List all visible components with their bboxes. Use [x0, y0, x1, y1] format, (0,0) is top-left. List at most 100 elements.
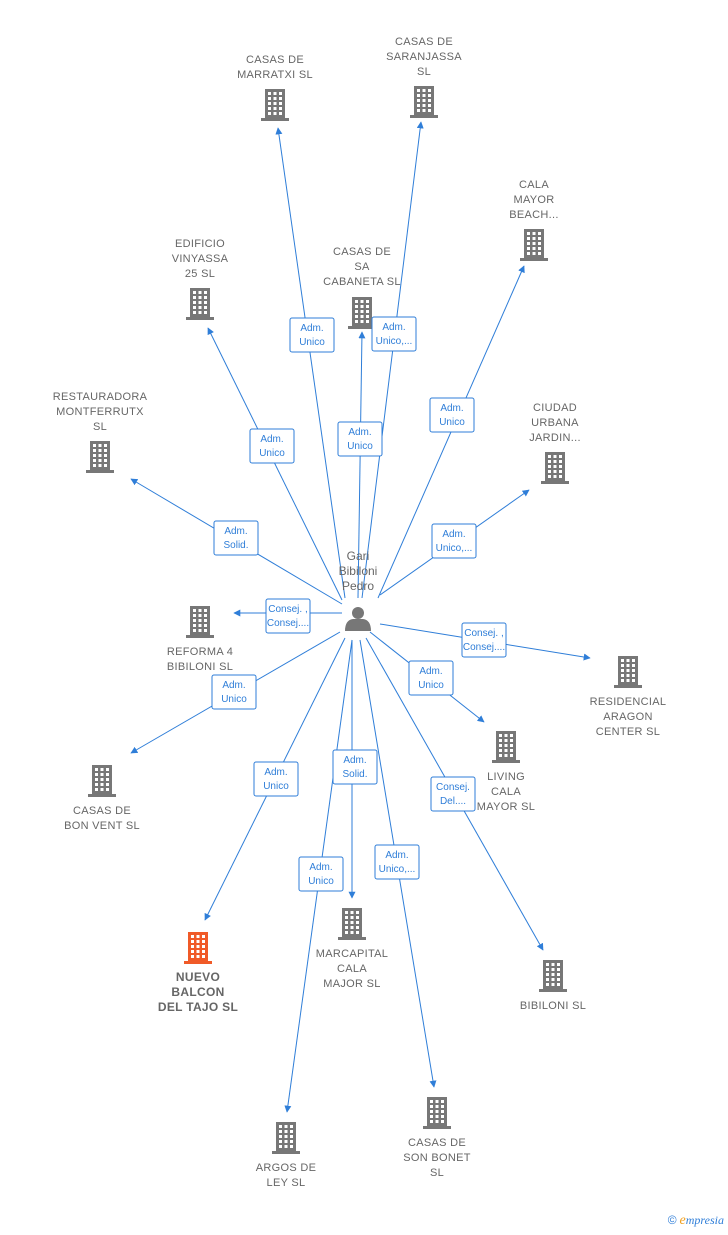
company-name: 25 SL: [185, 268, 215, 280]
edge-label-saranjassa[interactable]: Adm. Unico,...: [371, 316, 417, 352]
edge-label-living[interactable]: Adm.Unico: [408, 660, 454, 696]
edge-label-bonvent[interactable]: Adm. Unico: [211, 674, 257, 710]
edge-label-bibiloni[interactable]: Consej.Del....: [430, 776, 476, 812]
edge-label-text: Consej....: [463, 642, 505, 653]
company-name: BALCON: [171, 985, 224, 999]
building-icon: [410, 86, 438, 118]
company-name: BIBILONI SL: [520, 1000, 586, 1012]
edge-label-box: [332, 749, 378, 785]
company-name: CASAS DE: [73, 805, 131, 817]
edge-label-argos[interactable]: Adm.Unico: [298, 856, 344, 892]
edge-label-balcon[interactable]: Adm.Unico: [253, 761, 299, 797]
copyright-symbol: ©: [667, 1213, 677, 1227]
company-name: JARDIN...: [529, 432, 581, 444]
edge-label-text: Solid.: [342, 769, 367, 780]
edge-label-text: Consej. ,: [464, 628, 503, 639]
edge-label-aragon[interactable]: Consej. , Consej....: [461, 622, 507, 658]
building-icon: [520, 229, 548, 261]
edge-label-text: Unico,...: [376, 336, 413, 347]
building-icon: [261, 89, 289, 121]
edge-label-text: Unico: [221, 694, 247, 705]
edge-label-text: Unico,...: [436, 543, 473, 554]
company-name: BON VENT SL: [64, 820, 140, 832]
company-name: CASAS DE: [333, 246, 391, 258]
edge-label-reforma[interactable]: Consej. , Consej....: [265, 598, 311, 634]
edge-label-box: [253, 761, 299, 797]
building-icon: [272, 1122, 300, 1154]
brand-name: mpresia: [685, 1213, 724, 1227]
edge-label-marcapital[interactable]: Adm. Solid.: [332, 749, 378, 785]
company-name: SA: [354, 261, 370, 273]
edge-label-urbana[interactable]: Adm. Unico,...: [431, 523, 477, 559]
company-name: SL: [93, 421, 107, 433]
edge-label-sonbonet[interactable]: Adm.Unico,...: [374, 844, 420, 880]
company-node-calamayorbeach[interactable]: CALAMAYORBEACH...: [509, 179, 558, 261]
edge-label-text: Unico: [259, 448, 285, 459]
edge-label-text: Consej....: [267, 618, 309, 629]
edge-label-box: [265, 598, 311, 634]
edge-label-box: [213, 520, 259, 556]
company-name: BIBILONI SL: [167, 661, 233, 673]
company-node-reforma[interactable]: REFORMA 4 BIBILONI SL: [167, 606, 233, 673]
edge-label-box: [431, 523, 477, 559]
company-node-urbana[interactable]: CIUDADURBANAJARDIN...: [529, 402, 581, 484]
person-name: Pedro: [342, 579, 374, 593]
company-node-montferrutx[interactable]: RESTAURADORA MONTFERRUTX SL: [53, 391, 148, 473]
edge-line-cabaneta: [357, 331, 366, 599]
company-name: REFORMA 4: [167, 646, 233, 658]
edge-label-text: Unico: [418, 680, 444, 691]
company-name: CASAS DE: [246, 54, 304, 66]
building-icon: [186, 606, 214, 638]
company-name: CASAS DE: [395, 36, 453, 48]
company-name: SARANJASSA: [386, 51, 462, 63]
edge-label-box: [430, 776, 476, 812]
edge-label-text: Unico: [439, 417, 465, 428]
edge-label-text: Consej. ,: [268, 604, 307, 615]
edge-label-vinyassa[interactable]: Adm.Unico: [249, 428, 295, 464]
edge-label-calamayorbeach[interactable]: Adm.Unico: [429, 397, 475, 433]
company-name: RESTAURADORA: [53, 391, 148, 403]
edge-label-text: Adm.: [382, 322, 405, 333]
edge-label-text: Adm.: [343, 755, 366, 766]
edge-label-cabaneta[interactable]: Adm.Unico: [337, 421, 383, 457]
edge-label-text: Adm.: [442, 529, 465, 540]
company-name: URBANA: [531, 417, 579, 429]
company-name: SON BONET: [403, 1152, 471, 1164]
company-name: CALA: [519, 179, 549, 191]
company-name: CASAS DE: [408, 1137, 466, 1149]
company-name: MAYOR SL: [477, 801, 535, 813]
company-name: MARCAPITAL: [316, 948, 388, 960]
edge-label-text: Adm.: [309, 862, 332, 873]
edge-label-box: [371, 316, 417, 352]
edge-label-marratxi[interactable]: Adm.Unico: [289, 317, 335, 353]
edge-label-montferrutx[interactable]: Adm.Solid.: [213, 520, 259, 556]
building-icon: [614, 656, 642, 688]
edge-line-vinyassa: [207, 327, 343, 601]
edge-label-box: [429, 397, 475, 433]
brand-footer[interactable]: © empresia: [668, 1213, 724, 1229]
company-node-bonvent[interactable]: CASAS DE BON VENT SL: [64, 765, 140, 832]
company-node-bibiloni[interactable]: BIBILONI SL: [520, 960, 586, 1012]
edge-label-text: Unico: [299, 337, 325, 348]
edge-label-box: [374, 844, 420, 880]
edge-label-text: Adm.: [348, 427, 371, 438]
edge-label-text: Adm.: [222, 680, 245, 691]
company-name: MONTFERRUTX: [56, 406, 144, 418]
edge-label-text: Solid.: [223, 540, 248, 551]
company-name: CENTER SL: [596, 726, 660, 738]
building-icon: [184, 932, 212, 964]
edge-label-box: [461, 622, 507, 658]
building-icon: [423, 1097, 451, 1129]
